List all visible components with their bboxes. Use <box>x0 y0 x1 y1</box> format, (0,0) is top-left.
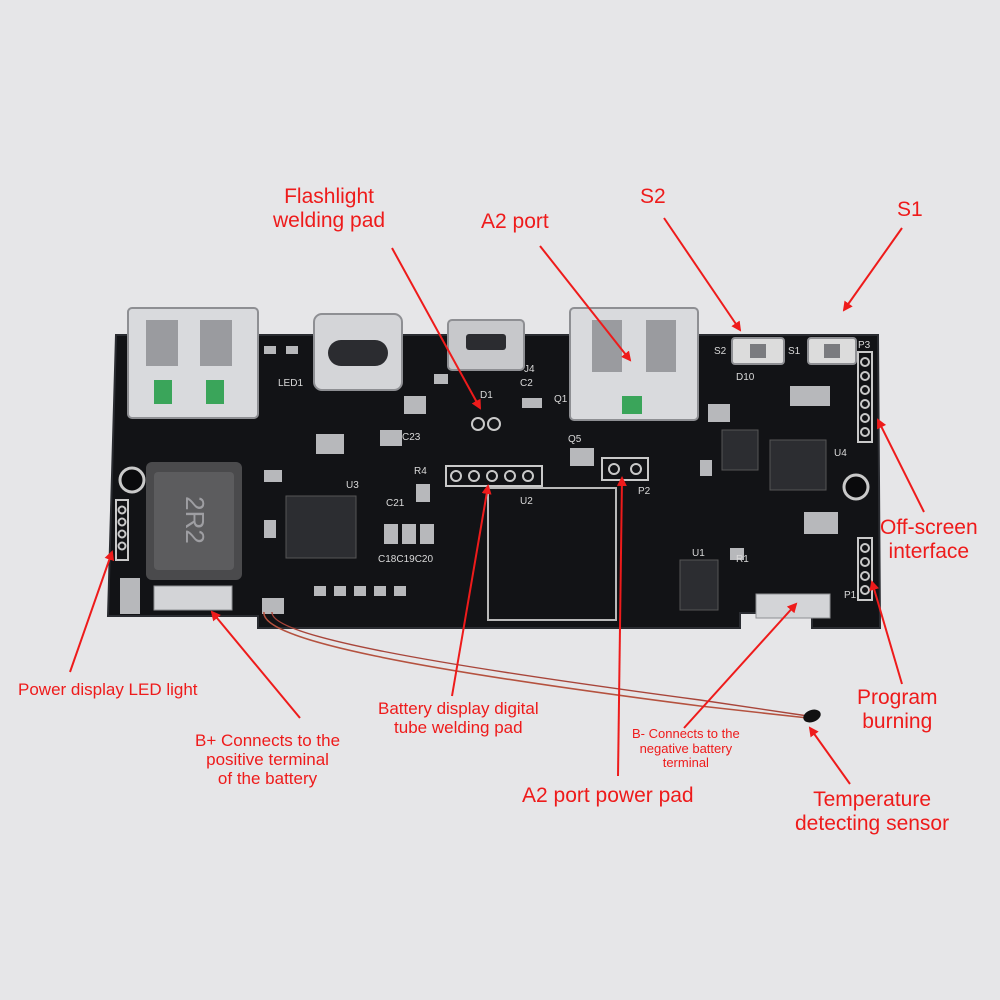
header-p1 <box>857 537 873 601</box>
usb-c-port <box>313 313 403 391</box>
arrow-s1 <box>842 227 903 312</box>
silk-q1: Q1 <box>554 394 568 405</box>
silk-s2: S2 <box>714 346 727 357</box>
arrow-off-screen <box>877 418 925 513</box>
label-line: terminal <box>662 755 709 771</box>
display-pin-row <box>445 465 543 487</box>
label-line: A2 port power pad <box>522 784 694 807</box>
label-line: of the battery <box>217 769 318 789</box>
label-line: S2 <box>640 185 666 208</box>
arrow-battery-display <box>451 484 492 697</box>
label-line: Program <box>857 686 938 709</box>
chip-u4 <box>769 439 827 491</box>
silk-d1: D1 <box>480 390 493 401</box>
chip-u1 <box>679 559 719 611</box>
arrow-s2 <box>663 217 742 332</box>
silk-u1: U1 <box>692 548 705 559</box>
arrow-temp-sensor <box>808 726 851 785</box>
silk-c23: C23 <box>402 432 421 443</box>
label-line: Temperature <box>813 788 931 811</box>
silk-p2: P2 <box>638 486 651 497</box>
label-line: positive terminal <box>206 750 329 770</box>
sensor-wire-1 <box>263 611 809 719</box>
label-line: interface <box>888 539 970 563</box>
inductor-label: 2R2 <box>180 496 210 544</box>
label-off-screen-interface: Off-screen interface <box>880 516 978 563</box>
label-b-minus: B- Connects to the negative battery term… <box>632 726 740 771</box>
silk-p1: P1 <box>844 590 857 601</box>
display-pad-outline <box>487 487 617 621</box>
label-line: S1 <box>897 198 923 221</box>
switch-s2 <box>731 337 785 365</box>
regulator <box>721 429 759 471</box>
sensor-wire-2 <box>271 611 809 717</box>
arrow-b-plus <box>210 610 301 719</box>
label-line: B+ Connects to the <box>195 731 341 750</box>
silk-u4: U4 <box>834 448 847 459</box>
led-header-left <box>115 499 129 561</box>
label-power-led: Power display LED light <box>18 680 198 699</box>
silk-d10: D10 <box>736 372 755 383</box>
header-p3 <box>857 351 873 443</box>
arrow-a2-power <box>616 476 627 777</box>
mounting-hole-left <box>118 466 146 494</box>
silk-r4: R4 <box>414 466 427 477</box>
flashlight-pads <box>471 417 501 431</box>
silk-q5: Q5 <box>568 434 582 445</box>
label-program-burning: Program burning <box>857 686 938 733</box>
label-line: negative battery <box>639 740 733 756</box>
silk-s1: S1 <box>788 346 801 357</box>
battery-tab-b-plus <box>153 585 233 611</box>
inductor: 2R2 <box>146 462 242 580</box>
arrow-power-led <box>69 550 115 673</box>
switch-s1 <box>807 337 857 365</box>
label-temperature-sensor: Temperature detecting sensor <box>795 788 949 835</box>
chip-u3 <box>285 495 357 559</box>
label-line: welding pad <box>273 208 386 232</box>
label-flashlight-pad: Flashlight welding pad <box>273 185 385 232</box>
label-s2: S2 <box>640 185 666 209</box>
label-s1: S1 <box>897 198 923 222</box>
label-line: Flashlight <box>284 185 374 208</box>
label-line: B- Connects to the <box>632 726 740 741</box>
silk-u3: U3 <box>346 480 359 491</box>
label-a2-port-power-pad: A2 port power pad <box>522 784 694 808</box>
silk-u2: U2 <box>520 496 533 507</box>
label-line: detecting sensor <box>795 811 950 835</box>
temperature-sensor-bead <box>803 709 821 723</box>
silk-c2: C2 <box>520 378 533 389</box>
label-line: burning <box>862 709 933 733</box>
mounting-hole-right <box>842 473 870 501</box>
label-a2-port: A2 port <box>481 210 549 234</box>
label-b-plus: B+ Connects to the positive terminal of … <box>195 731 340 788</box>
arrow-program <box>869 580 903 685</box>
silk-r1: R1 <box>736 554 749 565</box>
silk-p3: P3 <box>858 340 871 351</box>
silk-led1: LED1 <box>278 378 303 389</box>
arrow-flashlight <box>391 247 481 410</box>
label-line: tube welding pad <box>394 718 523 738</box>
silk-c21: C21 <box>386 498 405 509</box>
label-line: Power display LED light <box>18 680 198 699</box>
label-line: Battery display digital <box>378 699 539 718</box>
silk-c18-20: C18C19C20 <box>378 554 433 565</box>
usb-a-port-a2 <box>569 307 699 421</box>
arrow-b-minus <box>683 602 798 729</box>
usb-a-port-left <box>127 307 259 419</box>
arrow-a2-port <box>539 245 632 362</box>
silk-j4: J4 <box>524 364 535 375</box>
micro-usb-port <box>447 319 525 371</box>
smd-components <box>120 346 838 614</box>
label-line: Off-screen <box>880 516 978 539</box>
label-line: A2 port <box>481 210 549 233</box>
label-battery-display-pad: Battery display digital tube welding pad <box>378 699 539 737</box>
